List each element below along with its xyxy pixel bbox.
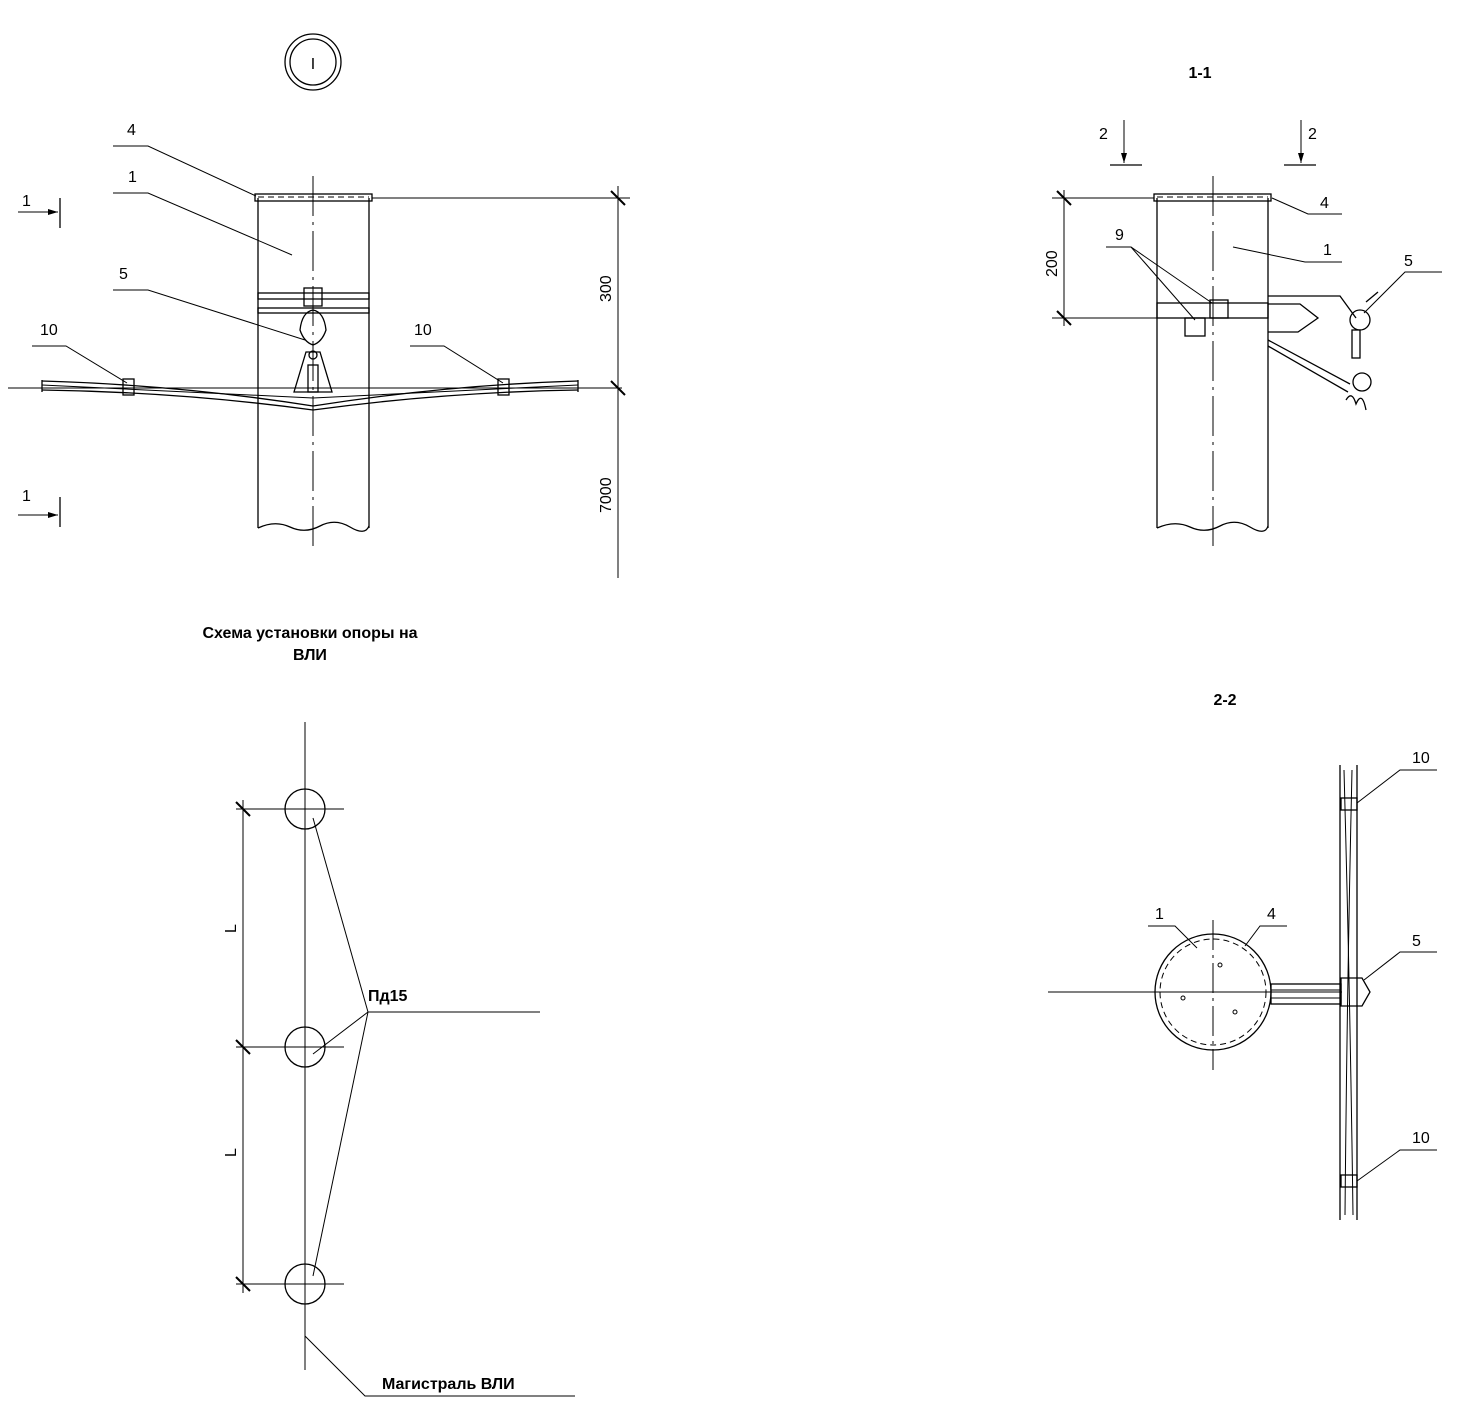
bracket-side [1267, 291, 1379, 411]
section-1-bottom-label: 1 [22, 488, 31, 505]
sip-cable [8, 378, 622, 411]
view-2-2-title: 2-2 [1213, 692, 1236, 709]
node-marker-label: I [311, 56, 315, 73]
anchor-clamp [293, 287, 333, 393]
view-2-2-pos-4: 4 [1267, 906, 1276, 923]
dim-200-lines [1052, 190, 1157, 326]
cable-plan [1339, 765, 1358, 1220]
pole-side [1153, 176, 1272, 548]
node-marker: I [284, 33, 342, 91]
view-2-2-pos-5: 5 [1412, 933, 1421, 950]
main-pos-4: 4 [127, 122, 136, 139]
pole-cross-section [1048, 920, 1342, 1070]
dim-300: 300 [598, 275, 615, 302]
view-2-2-pos-1: 1 [1155, 906, 1164, 923]
view-1-1-leaders [1106, 197, 1442, 321]
section-1-top-label: 1 [22, 193, 31, 210]
scheme-title-line1: Схема установки опоры на [202, 625, 417, 642]
line-label: Магистраль ВЛИ [382, 1376, 515, 1393]
support-3 [266, 1263, 344, 1305]
view-1-1-pos-5: 5 [1404, 253, 1413, 270]
view-1-1: 1-1 2 2 [1044, 65, 1442, 548]
dim-L-bottom: L [223, 1148, 240, 1157]
main-dimensions [372, 186, 630, 578]
main-leaders [32, 145, 504, 384]
main-pos-1: 1 [128, 169, 137, 186]
bracket-plan [1270, 977, 1371, 1007]
support-2 [266, 1026, 344, 1068]
view-1-1-pos-9: 9 [1115, 227, 1124, 244]
dim-200: 200 [1044, 250, 1061, 277]
support-1 [266, 788, 344, 830]
section-mark-2 [1110, 120, 1316, 166]
view-2-2-leaders [1148, 769, 1437, 1182]
view-2-2: 2-2 [1048, 692, 1437, 1220]
view-2-2-pos-10-bottom: 10 [1412, 1130, 1430, 1147]
main-pos-10-left: 10 [40, 322, 58, 339]
section-2-left-label: 2 [1099, 126, 1108, 143]
view-1-1-pos-1: 1 [1323, 242, 1332, 259]
section-2-right-label: 2 [1308, 126, 1317, 143]
view-1-1-pos-4: 4 [1320, 195, 1329, 212]
support-leaders [312, 817, 540, 1277]
scheme-title-line2: ВЛИ [293, 647, 327, 664]
main-view: I [8, 33, 630, 664]
installation-scheme: L L Пд15 Магистраль ВЛИ [223, 722, 575, 1397]
line-leader [304, 1335, 575, 1397]
view-1-1-title: 1-1 [1188, 65, 1211, 82]
view-2-2-pos-10-top: 10 [1412, 750, 1430, 767]
support-label: Пд15 [368, 988, 408, 1005]
main-pos-5: 5 [119, 266, 128, 283]
pole-body [254, 176, 373, 548]
scheme-dimensions [235, 800, 266, 1293]
dim-7000: 7000 [598, 477, 615, 513]
main-pos-10-right: 10 [414, 322, 432, 339]
dim-L-top: L [223, 924, 240, 933]
section-mark-1 [18, 198, 61, 527]
